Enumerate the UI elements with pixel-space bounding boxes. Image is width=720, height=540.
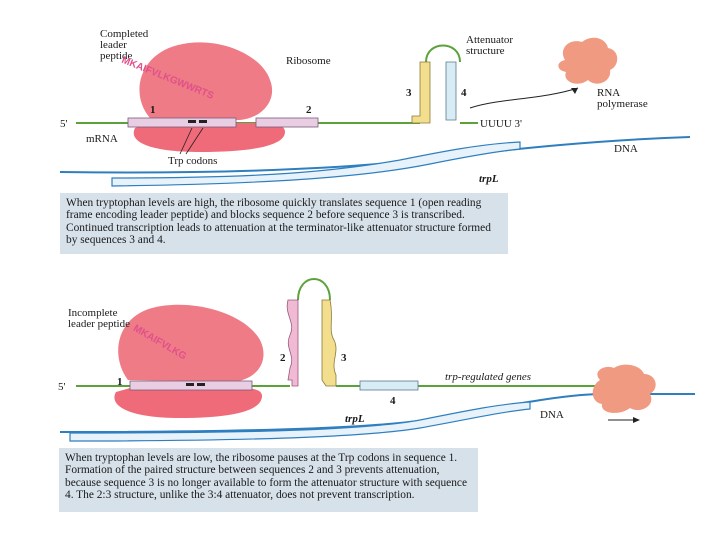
top-seq2-label: 2 [306,104,312,116]
top-seq3-stem [411,61,431,124]
top-panel: Completed leader peptide MKAIFVLKGWWRTS … [59,28,691,187]
trp-regulated-genes-label: trp-regulated genes [445,371,531,383]
bottom-trp-codon-mark [186,383,194,386]
top-dna-label: DNA [614,143,638,155]
bottom-trp-codon-mark [197,383,205,386]
bottom-direction-arrow-head [633,417,640,423]
bottom-seq2-stem [286,299,299,387]
mrna-label: mRNA [86,133,118,145]
completed-label-3: peptide [100,50,132,62]
top-arrow-head [571,88,578,94]
trp-codons-label: Trp codons [168,155,217,167]
bottom-seq2-label: 2 [280,352,286,364]
bottom-trpL-label: trpL [345,413,365,425]
top-trp-codon-mark [188,120,196,123]
rna-polymerase-label-1: RNA [597,87,620,99]
top-attenuator-loop [425,44,461,63]
bottom-five-prime: 5' [58,381,66,393]
top-seq2-box [255,117,319,128]
top-seq4-label: 4 [461,87,467,99]
top-ribosome-large [139,42,273,121]
bottom-seq4-box [359,380,419,391]
bottom-rna-polymerase [592,364,656,413]
bottom-hairpin-loop [297,278,331,301]
top-five-prime: 5' [60,118,68,130]
bottom-seq3-stem [321,299,337,387]
bottom-panel: Incomplete leader peptide MKAIFVLKG 5' 1… [58,278,695,442]
top-seq3-label: 3 [406,87,412,99]
bottom-dna-tube [69,401,531,442]
bottom-dna-label: DNA [540,409,564,421]
top-rna-polymerase [558,37,618,84]
bottom-seq1-label: 1 [117,376,123,388]
top-trp-codon-mark [199,120,207,123]
top-dna-tube [111,141,521,187]
bottom-seq3-label: 3 [341,352,347,364]
top-seq1-box [127,117,237,128]
attenuator-label-2: structure [466,45,505,57]
completed-label-2: leader [100,39,127,51]
bottom-ribosome-large [118,304,264,382]
top-trpL-label: trpL [479,173,499,185]
top-arrow [469,87,579,109]
trp-codons-pointer [179,127,204,155]
rna-polymerase-label-2: polymerase [597,98,648,110]
top-seq4-stem [445,61,457,121]
uuuu-label: UUUU 3' [480,118,522,130]
top-seq1-label: 1 [150,104,156,116]
top-caption: When tryptophan levels are high, the rib… [60,193,508,254]
incomplete-label-1: Incomplete [68,307,118,319]
ribosome-label: Ribosome [286,55,331,67]
bottom-caption: When tryptophan levels are low, the ribo… [59,448,478,512]
bottom-ribosome-small [114,388,262,418]
attenuator-label-1: Attenuator [466,34,513,46]
completed-label-1: Completed [100,28,149,40]
top-ribosome-small [133,122,285,152]
incomplete-label-2: leader peptide [68,318,130,330]
bottom-seq4-label: 4 [390,395,396,407]
